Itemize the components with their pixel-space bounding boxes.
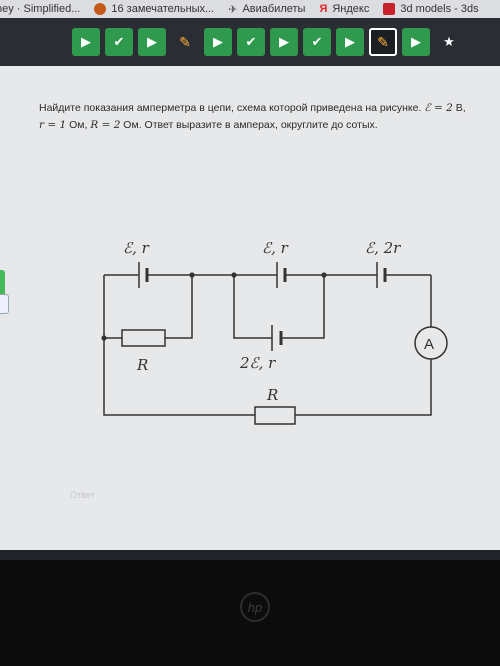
bookmark-label: ney · Simplified... (0, 3, 81, 15)
wire-mid-loop (233, 275, 325, 339)
label-source-1: ℰ, r (123, 239, 150, 257)
bookmark-3dmodels[interactable]: 3d models - 3ds (383, 3, 479, 15)
hp-logo: hp (240, 592, 270, 622)
label-source-4: 2ℰ, r (239, 354, 276, 372)
wire-left (103, 275, 420, 416)
side-panel-tab[interactable] (0, 270, 5, 298)
ammeter (414, 326, 448, 360)
step-bonus-12[interactable]: ★ (435, 28, 463, 56)
label-source-3: ℰ, 2r (365, 239, 401, 257)
bookmark-label: Авиабилеты (242, 3, 306, 15)
step-list: ▶ ✔ ▶ ✎ ▶ ✔ ▶ ✔ ▶ ✎ ▶ ★ (72, 28, 468, 56)
pencil-icon: ✎ (377, 33, 389, 50)
wire-R1-loop (104, 275, 193, 339)
bookmark-aviabilety[interactable]: ✈ Авиабилеты (228, 3, 306, 16)
wire-right (420, 275, 432, 416)
bookmark-label: 3d models - 3ds (400, 3, 479, 15)
check-icon: ✔ (245, 34, 257, 49)
problem-line2: Ом. Ответ выразите в амперах, округлите … (120, 119, 378, 131)
play-icon: ▶ (213, 34, 223, 49)
plane-icon: ✈ (228, 4, 238, 16)
R-value: R = 2 (90, 119, 121, 131)
junction-top-2 (231, 272, 237, 278)
answer-label: Ответ (70, 490, 95, 500)
step-video-1[interactable]: ▶ (72, 28, 100, 56)
play-icon: ▶ (147, 34, 157, 49)
step-navigation-bar: ▶ ✔ ▶ ✎ ▶ ✔ ▶ ✔ ▶ ✎ ▶ ★ (0, 18, 500, 66)
bookmarks-bar: ney · Simplified... 16 замечательных... … (0, 0, 500, 18)
label-source-2: ℰ, r (262, 239, 289, 257)
check-icon: ✔ (113, 34, 125, 49)
bookmark-label: Яндекс (332, 3, 370, 15)
play-icon: ▶ (345, 34, 355, 49)
red-square-icon (383, 3, 396, 15)
resistor-2 (254, 406, 296, 425)
junction-left (101, 335, 107, 341)
pencil-icon: ✎ (179, 33, 191, 50)
step-video-7[interactable]: ▶ (270, 28, 298, 56)
resistor-1 (121, 329, 166, 347)
step-task-6[interactable]: ✔ (237, 28, 265, 56)
step-video-5[interactable]: ▶ (204, 28, 232, 56)
label-resistor-2: R (266, 386, 278, 404)
step-video-3[interactable]: ▶ (138, 28, 166, 56)
step-video-9[interactable]: ▶ (336, 28, 364, 56)
junction-top-3 (321, 272, 327, 278)
unit-volt: В, (452, 102, 466, 114)
bookmark-label: 16 замечательных... (111, 3, 215, 15)
side-panel-tab-2[interactable] (0, 294, 9, 314)
label-resistor-1: R (136, 356, 148, 374)
bookmark-yandex[interactable]: Я Яндекс (319, 3, 369, 15)
step-task-10-current[interactable]: ✎ (369, 28, 397, 56)
problem-text: Найдите показания амперметра в цепи, схе… (39, 100, 489, 134)
screen-bezel-edge (0, 550, 500, 560)
problem-line1: Найдите показания амперметра в цепи, схе… (39, 102, 425, 114)
emf-value: ℰ = 2 (424, 102, 453, 114)
step-task-8[interactable]: ✔ (303, 28, 331, 56)
unit-ohm: Ом, (66, 119, 91, 131)
r-value: r = 1 (39, 119, 67, 131)
bookmark-16[interactable]: 16 замечательных... (94, 3, 214, 15)
task-page (0, 66, 500, 550)
play-icon: ▶ (411, 34, 421, 49)
play-icon: ▶ (279, 34, 289, 49)
step-task-4[interactable]: ✎ (171, 28, 199, 56)
yandex-icon: Я (319, 3, 328, 15)
play-icon: ▶ (81, 34, 91, 49)
step-task-2[interactable]: ✔ (105, 28, 133, 56)
star-icon: ★ (443, 34, 455, 49)
ammeter-label: A (424, 336, 434, 353)
check-icon: ✔ (311, 34, 323, 49)
junction-top-1 (189, 272, 195, 278)
step-video-11[interactable]: ▶ (402, 28, 430, 56)
orange-circle-icon (94, 3, 107, 15)
bookmark-simplified[interactable]: ney · Simplified... (0, 3, 80, 15)
